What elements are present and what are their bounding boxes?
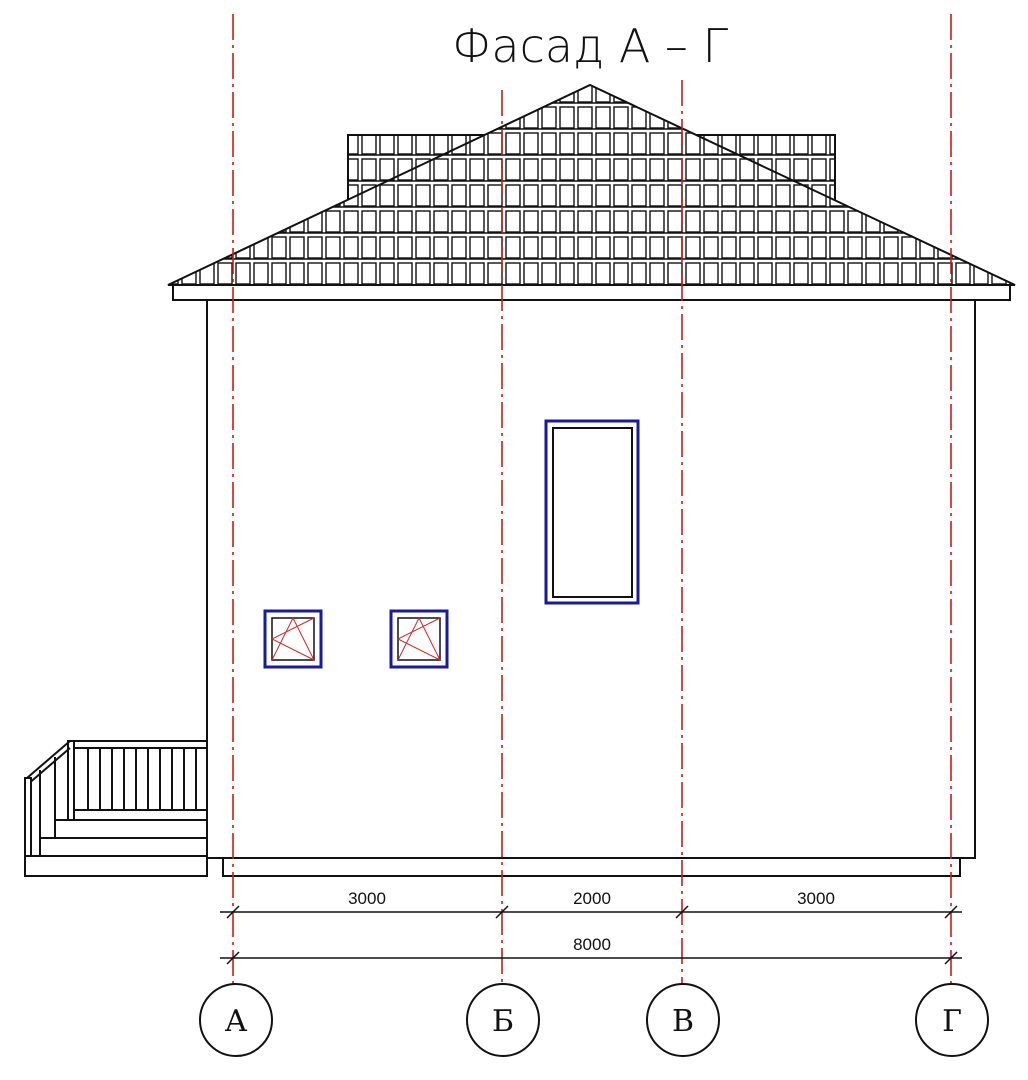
eave — [172, 284, 1011, 301]
axis-label-b: Б — [492, 1004, 514, 1039]
drawing-title: Фасад А – Г — [452, 19, 729, 73]
foundation — [222, 857, 961, 877]
axis-marker-v — [646, 983, 720, 1057]
tall-window — [544, 419, 640, 605]
small-window-1 — [263, 609, 323, 669]
dimension-lines — [220, 905, 962, 965]
axis-label-g: Г — [942, 1004, 962, 1039]
axis-marker-b — [466, 983, 540, 1057]
small-window-2 — [389, 609, 449, 669]
axis-marker-g — [915, 983, 989, 1057]
axis-lines — [232, 14, 952, 985]
dimension-a-b: 3000 — [348, 889, 386, 908]
axis-label-a: А — [225, 1004, 248, 1039]
dimension-total: 8000 — [573, 935, 611, 954]
roof — [167, 83, 1016, 286]
dimension-v-g: 3000 — [797, 889, 835, 908]
wall — [206, 299, 976, 859]
axis-marker-a — [199, 983, 273, 1057]
dimension-b-v: 2000 — [573, 889, 611, 908]
porch — [24, 740, 208, 877]
axis-label-v: В — [672, 1004, 694, 1039]
